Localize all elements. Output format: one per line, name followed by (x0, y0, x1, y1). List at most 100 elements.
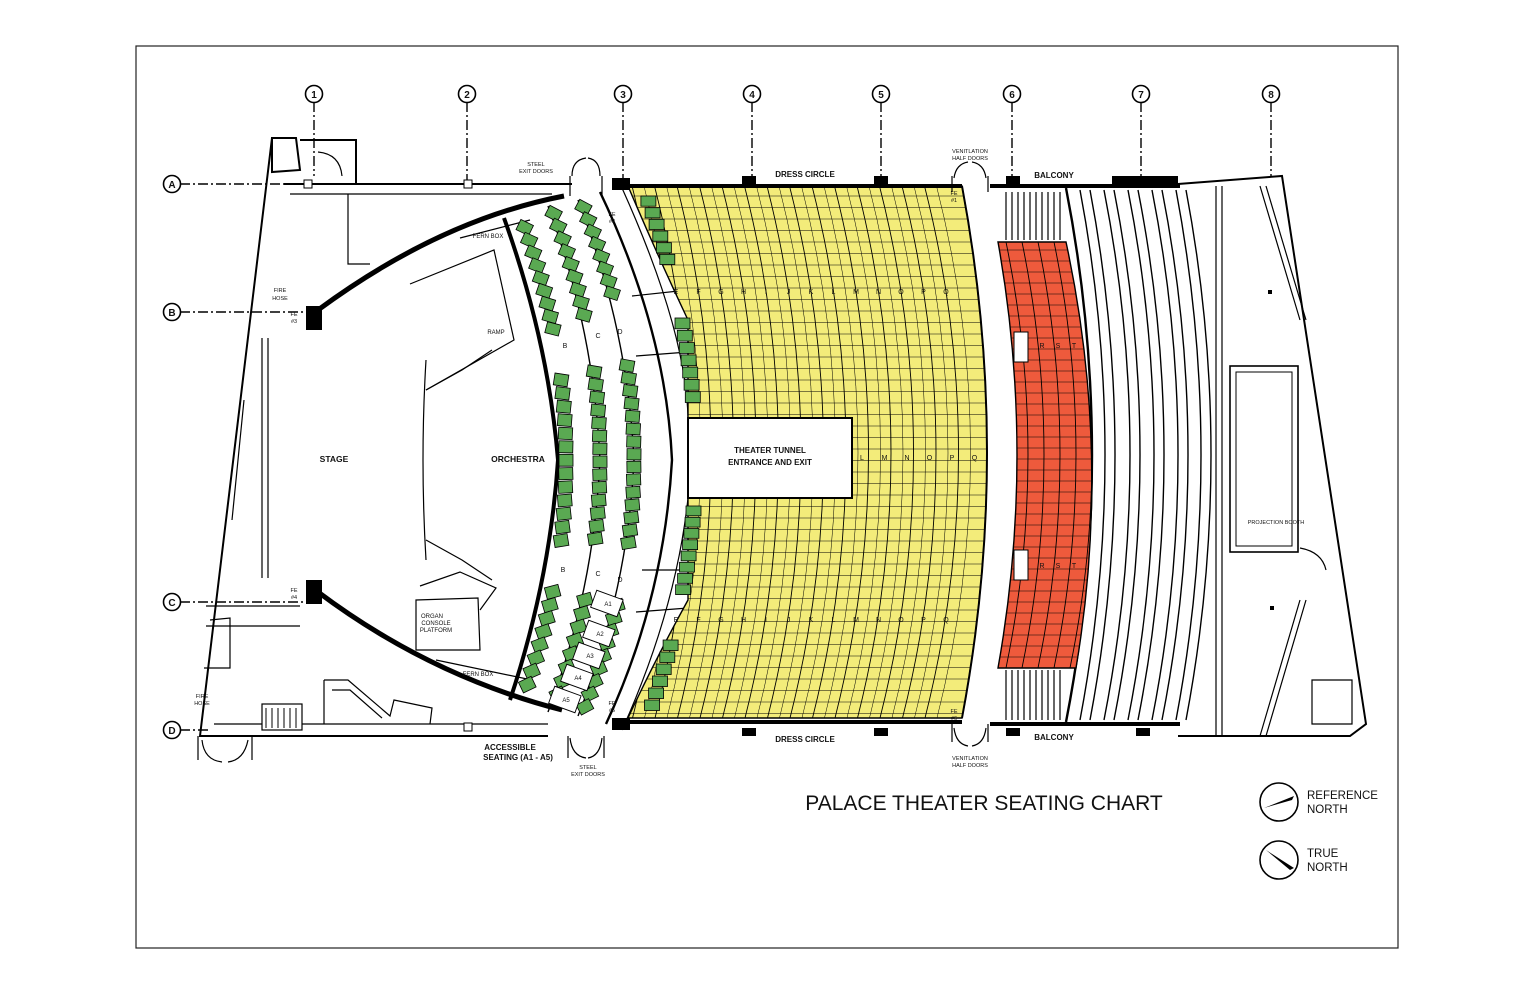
orchestra-seat[interactable] (569, 618, 588, 636)
orchestra-seat[interactable] (587, 377, 604, 392)
orchestra-seat[interactable] (624, 409, 641, 423)
dress-circle-green-seat[interactable] (656, 242, 672, 254)
orchestra-seat[interactable] (554, 519, 571, 535)
orchestra-seat[interactable] (557, 426, 574, 441)
orchestra-seat[interactable] (623, 510, 640, 525)
orchestra-seat[interactable] (625, 485, 641, 499)
orchestra-seat[interactable] (586, 531, 604, 546)
orchestra-seat[interactable] (575, 307, 593, 323)
dress-circle-green-seat[interactable] (648, 218, 665, 230)
dress-circle-green-seat[interactable] (676, 329, 693, 342)
dress-circle-green-seat[interactable] (652, 230, 669, 242)
orchestra-seat[interactable] (554, 386, 571, 401)
orchestra-seat[interactable] (540, 597, 559, 614)
orchestra-seat[interactable] (624, 498, 641, 512)
orchestra-seat[interactable] (620, 371, 637, 386)
orchestra-seat[interactable] (591, 429, 608, 443)
dress-circle-green-seat[interactable] (685, 505, 702, 517)
orchestra-seat[interactable] (557, 243, 577, 260)
dress-circle-green-seat[interactable] (644, 699, 660, 711)
orchestra-seat[interactable] (603, 285, 621, 302)
orchestra-seat[interactable] (625, 473, 642, 486)
orchestra-seat[interactable] (625, 422, 641, 436)
orchestra-seat[interactable] (622, 383, 639, 398)
dress-circle-green-seat[interactable] (684, 516, 701, 528)
orchestra-seat[interactable] (515, 218, 535, 237)
accessible-seat-A4[interactable]: A4 (560, 663, 594, 692)
orchestra-seat[interactable] (572, 294, 590, 311)
dress-circle-green-seat[interactable] (682, 539, 698, 550)
dress-circle-green-seat[interactable] (652, 675, 668, 687)
dress-circle-green-seat[interactable] (683, 378, 700, 391)
orchestra-seat[interactable] (623, 396, 640, 411)
dress-circle-green-seat[interactable] (655, 663, 672, 675)
orchestra-seat[interactable] (543, 583, 562, 600)
orchestra-seat[interactable] (621, 523, 639, 538)
orchestra-seat[interactable] (537, 610, 556, 627)
orchestra-seat[interactable] (561, 255, 580, 273)
orchestra-seat[interactable] (591, 416, 607, 430)
orchestra-seat[interactable] (589, 506, 606, 520)
orchestra-seat[interactable] (573, 605, 591, 622)
orchestra-seat[interactable] (522, 662, 541, 681)
orchestra-seat[interactable] (565, 268, 584, 286)
orchestra-seat[interactable] (531, 270, 550, 287)
orchestra-seat[interactable] (588, 518, 605, 534)
orchestra-seat[interactable] (558, 453, 574, 467)
orchestra-seat[interactable] (555, 399, 572, 414)
dress-circle-green-seat[interactable] (679, 561, 695, 573)
dress-circle-green-seat[interactable] (640, 195, 657, 207)
orchestra-seat[interactable] (519, 231, 539, 249)
orchestra-seat[interactable] (526, 649, 546, 667)
orchestra-seat[interactable] (585, 364, 603, 379)
orchestra-seat[interactable] (626, 435, 642, 448)
orchestra-seat[interactable] (528, 257, 547, 274)
dress-circle-green-seat[interactable] (662, 639, 679, 651)
orchestra-seat[interactable] (535, 282, 554, 299)
orchestra-seat[interactable] (583, 223, 603, 241)
orchestra-seat[interactable] (592, 455, 608, 468)
orchestra-seat[interactable] (618, 358, 636, 373)
orchestra-seat[interactable] (626, 460, 642, 474)
orchestra-seat[interactable] (544, 321, 562, 337)
orchestra-seat[interactable] (517, 675, 537, 694)
dress-circle-green-seat[interactable] (682, 366, 699, 379)
orchestra-seat[interactable] (575, 698, 595, 716)
orchestra-seat[interactable] (620, 535, 637, 551)
orchestra-seat[interactable] (588, 390, 606, 405)
orchestra-seat[interactable] (548, 217, 568, 235)
orchestra-seat[interactable] (534, 623, 553, 641)
orchestra-seat[interactable] (596, 260, 615, 277)
dress-circle-green-seat[interactable] (648, 687, 664, 699)
orchestra-seat[interactable] (590, 493, 607, 507)
orchestra-seat[interactable] (588, 235, 607, 253)
orchestra-seat[interactable] (558, 467, 574, 481)
dress-circle-green-seat[interactable] (684, 391, 701, 403)
dress-circle-green-seat[interactable] (680, 550, 697, 562)
orchestra-seat[interactable] (574, 198, 593, 216)
accessible-seat-A1[interactable]: A1 (590, 589, 624, 618)
dress-circle-green-seat[interactable] (680, 354, 697, 367)
orchestra-seat[interactable] (556, 493, 573, 508)
dress-circle-green-seat[interactable] (677, 573, 693, 584)
accessible-seat-A5[interactable]: A5 (548, 685, 582, 714)
dress-circle-green-seat[interactable] (675, 584, 691, 595)
accessible-seat-A2[interactable]: A2 (582, 619, 616, 648)
orchestra-seat[interactable] (592, 442, 608, 456)
dress-circle-green-seat[interactable] (644, 207, 661, 219)
orchestra-seat[interactable] (553, 230, 572, 248)
orchestra-seat[interactable] (524, 244, 543, 262)
dress-circle-green-seat[interactable] (659, 253, 676, 265)
orchestra-seat[interactable] (555, 506, 572, 521)
orchestra-seat[interactable] (592, 468, 608, 481)
orchestra-seat[interactable] (530, 636, 549, 654)
accessible-seat-A3[interactable]: A3 (572, 641, 606, 670)
orchestra-seat[interactable] (552, 533, 570, 548)
orchestra-seat[interactable] (579, 211, 598, 229)
dress-circle-green-seat[interactable] (683, 528, 700, 539)
orchestra-seat[interactable] (557, 480, 574, 494)
orchestra-seat[interactable] (590, 403, 607, 418)
dress-circle-green-seat[interactable] (659, 651, 676, 663)
orchestra-seat[interactable] (552, 372, 570, 388)
orchestra-seat[interactable] (541, 308, 559, 325)
